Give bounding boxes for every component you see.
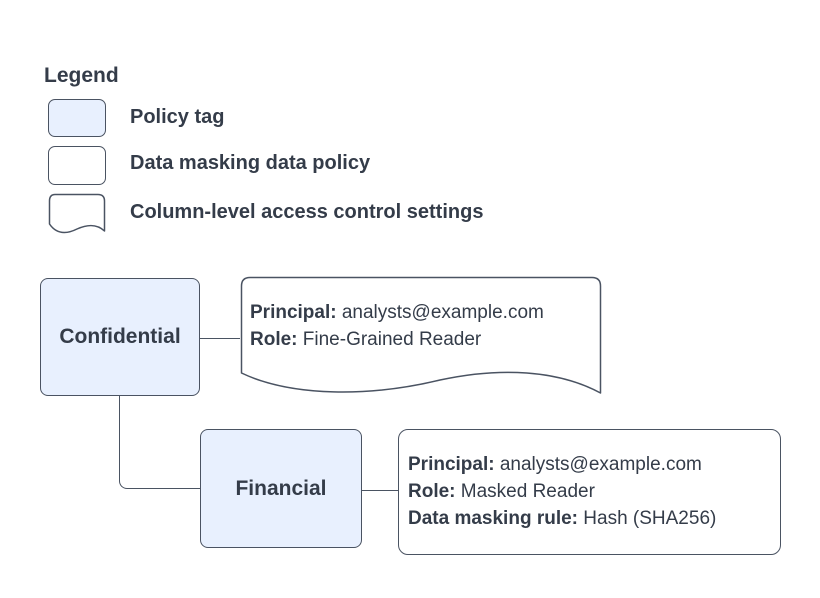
data-masking-policy-swatch: [48, 146, 106, 185]
access-settings-text-confidential: Principal: analysts@example.com Role: Fi…: [250, 299, 544, 353]
field-label: Data masking rule:: [408, 508, 584, 529]
policy-tag-confidential: Confidential: [40, 278, 200, 396]
field-label: Role:: [408, 481, 461, 502]
legend-label-policy-tag: Policy tag: [130, 106, 225, 128]
field-line: Principal: analysts@example.com: [250, 299, 544, 326]
connector-confidential-settings: [200, 338, 240, 339]
field-line: Principal: analysts@example.com: [408, 451, 716, 478]
policy-tag-financial-label: Financial: [235, 476, 327, 500]
connector-confidential-financial: [119, 396, 201, 489]
field-value: analysts@example.com: [499, 454, 702, 475]
field-label: Role:: [250, 329, 303, 350]
policy-tag-swatch: [48, 99, 106, 137]
field-value: Fine-Grained Reader: [302, 329, 482, 350]
data-policy-text-financial: Principal: analysts@example.com Role: Ma…: [408, 451, 716, 532]
column-access-swatch document-shape-icon: [48, 193, 106, 234]
legend-label-data-masking-policy: Data masking data policy: [130, 152, 371, 174]
legend-title: Legend: [44, 64, 119, 87]
connector-financial-policy: [362, 490, 398, 491]
field-line: Role: Fine-Grained Reader: [250, 326, 544, 353]
field-value: analysts@example.com: [341, 302, 544, 323]
field-line: Data masking rule: Hash (SHA256): [408, 505, 716, 532]
field-value: Hash (SHA256): [583, 508, 717, 529]
field-label: Principal:: [250, 302, 342, 323]
access-settings-card-confidential document-shape: [240, 276, 602, 394]
policy-tag-confidential-label: Confidential: [59, 325, 181, 348]
field-label: Principal:: [408, 454, 500, 475]
legend-label-column-access: Column-level access control settings: [130, 201, 484, 223]
data-policy-card-financial: [398, 429, 781, 555]
field-value: Masked Reader: [460, 481, 595, 502]
policy-tag-financial: Financial: [200, 429, 362, 548]
field-line: Role: Masked Reader: [408, 478, 716, 505]
